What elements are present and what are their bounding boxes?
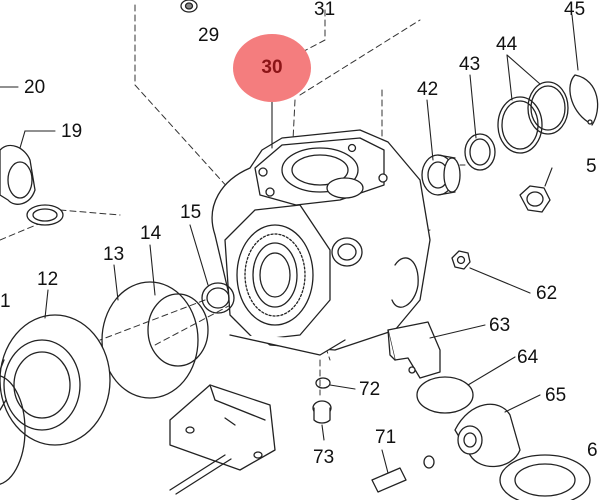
callout-43: 43 xyxy=(459,54,481,75)
long-rod xyxy=(169,454,232,495)
part-65-component xyxy=(454,403,521,468)
part-6-flange xyxy=(499,454,591,500)
callout-30: 30 xyxy=(261,57,283,78)
part-42-needle-bearing xyxy=(421,154,461,196)
part-62-fitting xyxy=(451,250,471,270)
part-63-bracket xyxy=(387,321,441,379)
callout-64: 64 xyxy=(517,347,539,368)
part-19-assembly xyxy=(0,144,64,226)
part-1-ring xyxy=(0,375,26,485)
callout-73: 73 xyxy=(313,447,335,468)
callout-44: 44 xyxy=(496,34,518,55)
callout-13: 13 xyxy=(103,244,125,265)
part-5-nut xyxy=(519,185,551,213)
callout-71: 71 xyxy=(375,427,397,448)
callout-14: 14 xyxy=(140,223,162,244)
callout-12: 12 xyxy=(37,269,59,290)
part-12-bearing xyxy=(0,314,111,446)
part-71-pin xyxy=(371,455,435,493)
part-73-plug xyxy=(312,400,332,424)
part-29-bolt xyxy=(180,0,198,13)
callout-19: 19 xyxy=(61,121,83,142)
part-45-circlip xyxy=(569,74,599,126)
callout-15: 15 xyxy=(180,202,202,223)
leader-lines xyxy=(0,14,579,474)
callout-31: 31 xyxy=(314,0,336,20)
callout-72: 72 xyxy=(359,379,381,400)
highlighted-part-marker xyxy=(233,34,311,102)
callout-1: 1 xyxy=(0,291,11,312)
callout-65: 65 xyxy=(545,385,567,406)
part-43-ring xyxy=(464,133,496,171)
part-15-o-ring xyxy=(201,282,235,314)
callout-5: 5 xyxy=(586,156,597,177)
part-44-rings xyxy=(497,81,569,154)
callout-20: 20 xyxy=(24,77,46,98)
callout-29: 29 xyxy=(198,25,220,46)
part-64-o-ring xyxy=(416,376,474,414)
callout-63: 63 xyxy=(489,315,511,336)
callout-62: 62 xyxy=(536,283,558,304)
callout-6: 6 xyxy=(587,440,598,461)
mounting-bracket xyxy=(169,384,276,471)
part-13-14-rings xyxy=(101,281,209,399)
part-72-ring xyxy=(315,377,331,389)
callout-45: 45 xyxy=(564,0,586,20)
callout-42: 42 xyxy=(417,79,439,100)
part-30-housing xyxy=(211,129,431,356)
